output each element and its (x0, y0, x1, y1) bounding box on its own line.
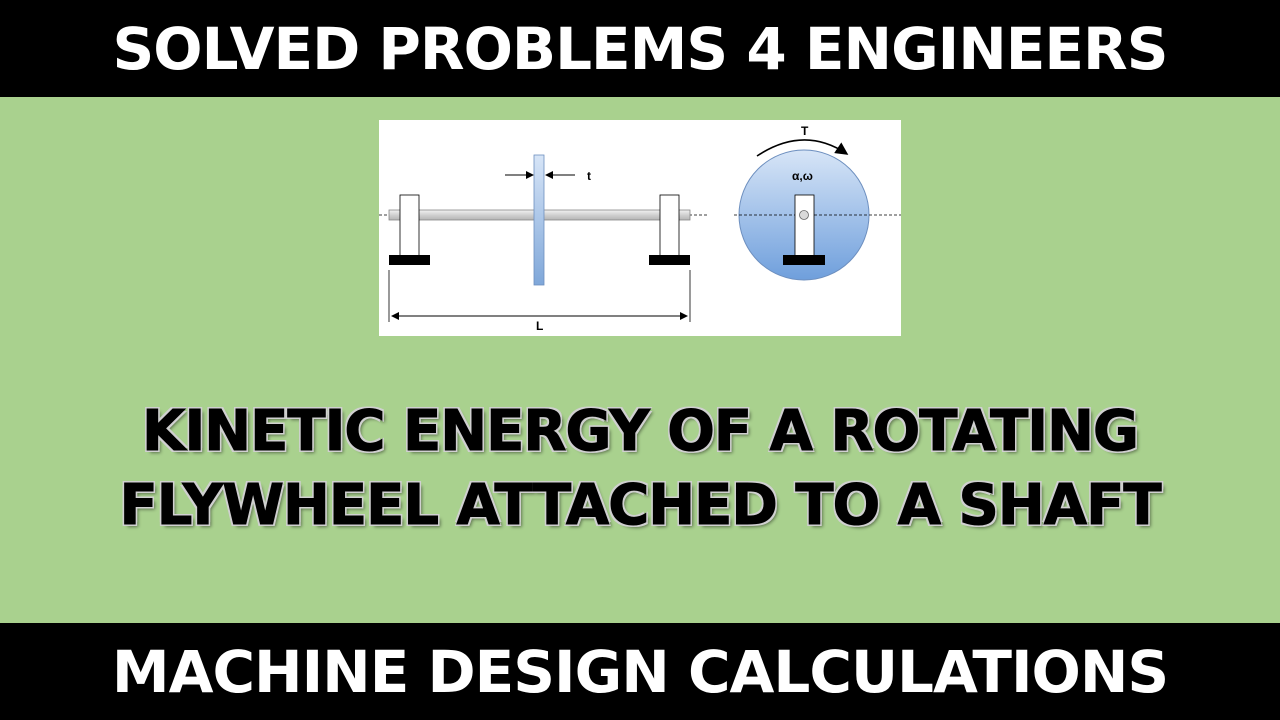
length-label: L (536, 319, 543, 333)
flywheel-side-view (533, 154, 545, 286)
series-title: MACHINE DESIGN CALCULATIONS (111, 637, 1169, 706)
right-bearing-support (659, 194, 680, 257)
front-view-shaft-end (799, 210, 809, 220)
channel-title: SOLVED PROBLEMS 4 ENGINEERS (112, 14, 1169, 83)
torque-label: T (801, 124, 809, 138)
title-line-2: FLYWHEEL ATTACHED TO A SHAFT (119, 473, 1162, 539)
footer-banner: MACHINE DESIGN CALCULATIONS (0, 623, 1280, 720)
front-view-support (794, 194, 815, 257)
right-support-base (649, 255, 690, 265)
video-title: KINETIC ENERGY OF A ROTATING FLYWHEEL AT… (0, 395, 1280, 543)
front-view-support-base (783, 255, 825, 265)
angular-label: α,ω (792, 169, 813, 183)
torque-arrow (756, 139, 849, 157)
flywheel-shaft-diagram: t L T α,ω (379, 120, 901, 336)
left-bearing-support (399, 194, 420, 257)
left-support-base (389, 255, 430, 265)
thickness-label: t (587, 169, 591, 183)
title-line-1: KINETIC ENERGY OF A ROTATING (142, 399, 1140, 465)
header-banner: SOLVED PROBLEMS 4 ENGINEERS (0, 0, 1280, 97)
